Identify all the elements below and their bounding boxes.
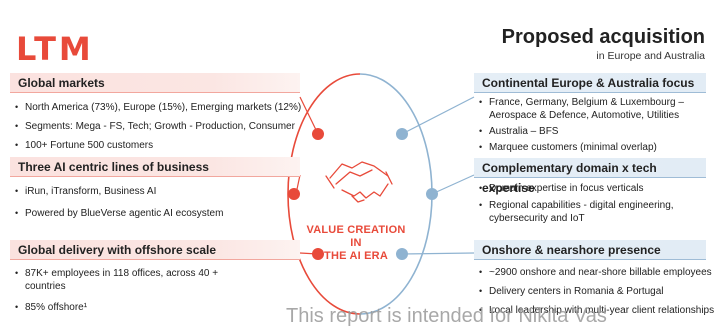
- list-item: ~2900 onshore and near-shore billable em…: [478, 266, 714, 279]
- list-domain-tech: Domain expertise in focus verticals Regi…: [478, 182, 708, 225]
- section-heading-europe-australia: Continental Europe & Australia focus: [474, 73, 706, 93]
- list-item: 87K+ employees in 118 offices, across 40…: [14, 267, 254, 293]
- section-heading-global-delivery: Global delivery with offshore scale: [10, 240, 300, 260]
- section-heading-domain-tech: Complementary domain x tech expertise: [474, 158, 706, 195]
- list-ai-lines: iRun, iTransform, Business AI Powered by…: [14, 185, 294, 220]
- list-item: Regional capabilities - digital engineer…: [478, 199, 679, 225]
- value-creation-label-line2: THE AI ERA: [324, 250, 388, 262]
- section-heading-global-markets: Global markets: [10, 73, 300, 93]
- list-item: Local leadership with multi-year client …: [478, 304, 714, 317]
- list-item: Powered by BlueVerse agentic AI ecosyste…: [14, 207, 294, 220]
- node-dot-left-3: [312, 248, 324, 260]
- list-item: 100+ Fortune 500 customers: [14, 139, 314, 152]
- list-item: Australia – BFS: [478, 125, 710, 138]
- ltm-logo: LTM: [16, 30, 94, 68]
- page-title: Proposed acquisition: [501, 26, 705, 48]
- list-item: Delivery centers in Romania & Portugal: [478, 285, 714, 298]
- section-heading-onshore: Onshore & nearshore presence: [474, 240, 706, 260]
- list-europe-australia: France, Germany, Belgium & Luxembourg – …: [478, 96, 710, 154]
- node-dot-right-3: [396, 248, 408, 260]
- section-heading-ai-lines: Three AI centric lines of business: [10, 157, 300, 177]
- list-item: France, Germany, Belgium & Luxembourg –: [478, 96, 710, 109]
- list-item: North America (73%), Europe (15%), Emerg…: [14, 101, 314, 114]
- node-dot-right-1: [396, 128, 408, 140]
- list-global-delivery: 87K+ employees in 118 offices, across 40…: [14, 267, 254, 314]
- handshake-icon: [325, 161, 393, 203]
- connector-line-right-3: [401, 252, 475, 255]
- list-item: Domain expertise in focus verticals: [478, 182, 708, 195]
- list-onshore: ~2900 onshore and near-shore billable em…: [478, 266, 714, 317]
- list-global-markets: North America (73%), Europe (15%), Emerg…: [14, 101, 314, 152]
- list-item: Segments: Mega - FS, Tech; Growth - Prod…: [14, 120, 314, 133]
- node-dot-left-1: [312, 128, 324, 140]
- connector-line-right-2: [431, 174, 475, 195]
- value-creation-label-line1: VALUE CREATION IN: [306, 224, 406, 249]
- watermark-text: This report is intended for Nikita Vas: [286, 305, 607, 327]
- node-dot-right-2: [426, 188, 438, 200]
- connector-line-right-1: [401, 96, 475, 135]
- value-creation-label: VALUE CREATION IN THE AI ERA: [300, 224, 412, 263]
- list-item: 85% offshore¹: [14, 301, 254, 314]
- page-subtitle: in Europe and Australia: [596, 50, 705, 62]
- list-item: iRun, iTransform, Business AI: [14, 185, 294, 198]
- list-item: Marquee customers (minimal overlap): [478, 141, 710, 154]
- list-item-continued: Aerospace & Defence, Automotive, Utiliti…: [489, 110, 680, 121]
